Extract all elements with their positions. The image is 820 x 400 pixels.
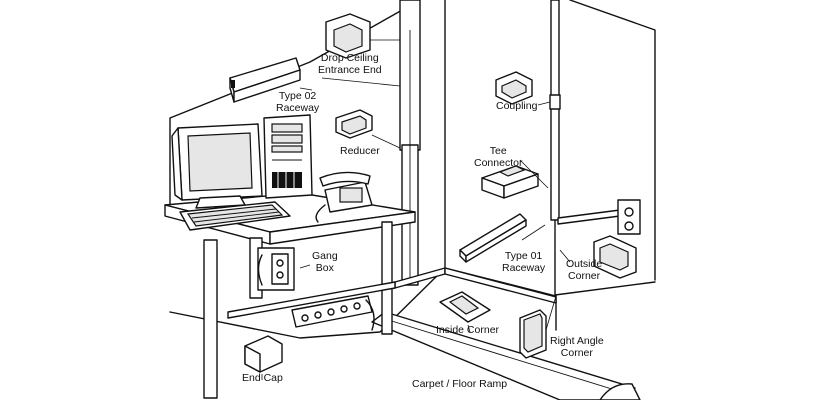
label-line: Raceway (276, 102, 320, 114)
power-strip (291, 295, 375, 331)
right-angle-corner-part (519, 309, 547, 359)
label-line: Raceway (502, 262, 546, 274)
carpet-floor-ramp (371, 311, 641, 400)
inside-corner-part (439, 291, 491, 323)
label-outside-corner: Outside Corner (566, 258, 602, 282)
label-line: Coupling (496, 100, 538, 112)
outside-corner-part (593, 235, 637, 279)
label-type01-raceway: Type 01 Raceway (502, 250, 545, 274)
label-carpet-floor-ramp: Carpet / Floor Ramp (412, 378, 507, 390)
label-line: Connector (474, 157, 523, 169)
wall-raceways (394, 0, 641, 304)
label-gang-box: Gang Box (312, 250, 338, 274)
label-drop-ceiling-entrance-end: Drop Ceiling Entrance End (318, 52, 382, 76)
tee-connector-part (481, 165, 539, 199)
coupling-part (495, 71, 533, 105)
end-cap-part (244, 335, 283, 373)
label-tee-connector: Tee Connector (474, 145, 522, 169)
desk-raceway (227, 281, 396, 319)
label-line: Reducer (340, 145, 380, 157)
label-coupling: Coupling (496, 100, 537, 112)
keyboard (179, 201, 291, 231)
drop-ceiling-entrance-end-part (325, 13, 371, 59)
computer-monitor (171, 123, 263, 209)
label-inside-corner: Inside Corner (436, 324, 499, 336)
label-line: Right Angle (550, 335, 604, 347)
label-line: Entrance End (318, 64, 382, 76)
label-line: Outside (566, 258, 603, 270)
label-type02-raceway: Type 02 Raceway (276, 90, 319, 114)
type01-raceway-part (459, 213, 527, 263)
computer-tower (263, 114, 313, 199)
label-line: Type 02 (278, 90, 317, 102)
label-end-cap: End Cap (242, 372, 283, 384)
label-line: End Cap (242, 372, 283, 384)
label-line: Tee (489, 145, 507, 157)
label-line: Corner (568, 270, 601, 282)
label-reducer: Reducer (340, 145, 380, 157)
label-line: Type 01 (504, 250, 543, 262)
label-line: Carpet / Floor Ramp (412, 378, 508, 390)
label-line: Inside Corner (436, 324, 500, 336)
leader-lines (261, 39, 571, 380)
label-right-angle-corner: Right Angle Corner (550, 335, 604, 359)
telephone (315, 171, 373, 223)
label-line: Gang (312, 250, 338, 262)
label-line: Drop Ceiling (320, 52, 379, 64)
gang-box (257, 247, 295, 291)
label-line: Corner (560, 347, 593, 359)
type02-raceway-part (229, 57, 301, 103)
reducer-part (335, 109, 373, 139)
label-line: Box (315, 262, 334, 274)
